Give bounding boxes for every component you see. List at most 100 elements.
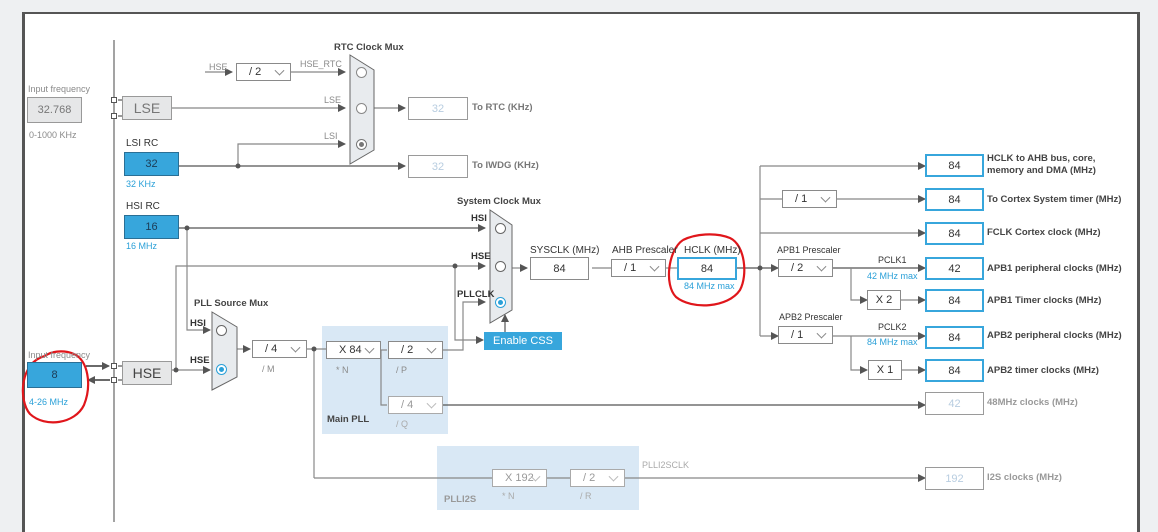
hse-input-label: Input frequency bbox=[28, 350, 91, 360]
lse-block: LSE bbox=[122, 96, 172, 120]
lse-pin-out bbox=[111, 113, 117, 119]
chevron-down-icon bbox=[426, 398, 437, 409]
rtc-hse-label: HSE bbox=[209, 62, 228, 72]
plli2s-title: PLLI2S bbox=[444, 494, 477, 505]
hsi-rc-value: 16 bbox=[124, 215, 179, 239]
output-hclk-ahb-label: HCLK to AHB bus, core, bbox=[987, 153, 1096, 164]
rtc-lse-label: LSE bbox=[324, 95, 342, 105]
plli2s-n-multiplier[interactable]: X 192 bbox=[492, 469, 547, 487]
apb1-prescaler-select[interactable]: / 2 bbox=[778, 259, 833, 277]
lsi-rc-note: 32 KHz bbox=[126, 179, 156, 189]
pll-source-hsi-label: HSI bbox=[190, 318, 206, 329]
chevron-down-icon bbox=[608, 471, 619, 482]
chevron-down-icon bbox=[649, 261, 660, 272]
plli2s-r-divider[interactable]: / 2 bbox=[570, 469, 625, 487]
output-apb1-timer-value: 84 bbox=[925, 289, 984, 312]
hclk-input[interactable]: 84 bbox=[677, 257, 737, 280]
annotation-circle-hclk bbox=[667, 233, 746, 307]
plli2sclk-label: PLLI2SCLK bbox=[642, 460, 690, 470]
lse-input-range: 0-1000 KHz bbox=[29, 130, 77, 140]
plli2s-n-label: * N bbox=[502, 491, 515, 501]
pll-n-multiplier[interactable]: X 84 bbox=[326, 341, 381, 359]
chevron-down-icon bbox=[820, 192, 831, 203]
pll-m-divider[interactable]: / 4 bbox=[252, 340, 307, 358]
pll-source-hse-label: HSE bbox=[190, 355, 210, 366]
ahb-prescaler-label: AHB Prescaler bbox=[612, 245, 678, 256]
iwdg-output-label: To IWDG (KHz) bbox=[472, 160, 539, 171]
plli2s-r-value: / 2 bbox=[583, 472, 596, 484]
pll-q-divider[interactable]: / 4 bbox=[388, 396, 443, 414]
sys-mux-radio-hse[interactable] bbox=[495, 261, 506, 272]
hsi-rc-title: HSI RC bbox=[126, 201, 160, 212]
pll-m-label: / M bbox=[262, 364, 275, 374]
output-cortex-timer-label: To Cortex System timer (MHz) bbox=[987, 194, 1122, 205]
hse-pin-out bbox=[111, 377, 117, 383]
chevron-down-icon bbox=[290, 342, 301, 353]
pll-m-value: / 4 bbox=[265, 343, 278, 355]
output-apb2-timer-value: 84 bbox=[925, 359, 984, 382]
output-i2s-value: 192 bbox=[925, 467, 984, 490]
pll-source-radio-hsi[interactable] bbox=[216, 325, 227, 336]
output-48mhz-value: 42 bbox=[925, 392, 984, 415]
chevron-down-icon bbox=[816, 261, 827, 272]
hsi-rc-note: 16 MHz bbox=[126, 241, 158, 251]
sys-mux-pllclk-label: PLLCLK bbox=[457, 289, 495, 300]
cortex-timer-divider[interactable]: / 1 bbox=[782, 190, 837, 208]
rtc-mux-radio-lsi[interactable] bbox=[356, 139, 367, 150]
pclk1-note: 42 MHz max bbox=[867, 271, 918, 281]
apb2-prescaler-value: / 1 bbox=[791, 329, 804, 341]
hclk-label: HCLK (MHz) bbox=[684, 245, 741, 256]
system-clock-mux-title: System Clock Mux bbox=[457, 196, 541, 207]
enable-css-button[interactable]: Enable CSS bbox=[484, 332, 562, 350]
plli2s-r-label: / R bbox=[580, 491, 592, 501]
hclk-note: 84 MHz max bbox=[684, 281, 735, 291]
pclk2-note: 84 MHz max bbox=[867, 337, 918, 347]
pclk2-label: PCLK2 bbox=[878, 322, 907, 332]
rtc-hse-divider[interactable]: / 2 bbox=[236, 63, 291, 81]
hse-input-frequency[interactable]: 8 bbox=[27, 362, 82, 388]
chevron-down-icon bbox=[426, 343, 437, 354]
rtc-mux-radio-lse[interactable] bbox=[356, 103, 367, 114]
ahb-prescaler-value: / 1 bbox=[624, 262, 637, 274]
lse-input-label: Input frequency bbox=[28, 84, 91, 94]
output-apb2-timer-label: APB2 timer clocks (MHz) bbox=[987, 365, 1099, 376]
ahb-prescaler-select[interactable]: / 1 bbox=[611, 259, 666, 277]
lsi-rc-title: LSI RC bbox=[126, 138, 159, 149]
lse-pin-in bbox=[111, 97, 117, 103]
sysclk-value: 84 bbox=[530, 257, 589, 280]
output-hclk-ahb-label-2: memory and DMA (MHz) bbox=[987, 165, 1096, 176]
pll-source-radio-hse[interactable] bbox=[216, 364, 227, 375]
pll-p-label: / P bbox=[396, 365, 408, 375]
pll-n-value: X 84 bbox=[339, 344, 362, 356]
output-cortex-timer-value: 84 bbox=[925, 188, 984, 211]
output-i2s-label: I2S clocks (MHz) bbox=[987, 472, 1062, 483]
pll-q-label: / Q bbox=[396, 419, 409, 429]
hse-input-range: 4-26 MHz bbox=[29, 397, 69, 407]
annotation-circle-hse-input bbox=[21, 350, 90, 424]
output-apb1-peripheral-label: APB1 peripheral clocks (MHz) bbox=[987, 263, 1122, 274]
apb2-prescaler-select[interactable]: / 1 bbox=[778, 326, 833, 344]
sys-mux-radio-hsi[interactable] bbox=[495, 223, 506, 234]
rtc-output-label: To RTC (KHz) bbox=[472, 102, 533, 113]
cortex-timer-divider-value: / 1 bbox=[795, 193, 808, 205]
apb1-prescaler-label: APB1 Prescaler bbox=[777, 245, 841, 255]
lse-input-frequency[interactable]: 32.768 bbox=[27, 97, 82, 123]
pll-source-mux-title: PLL Source Mux bbox=[194, 298, 269, 309]
chevron-down-icon bbox=[274, 65, 285, 76]
pll-source-mux bbox=[211, 311, 238, 391]
sys-mux-hsi-label: HSI bbox=[471, 213, 487, 224]
hse-block: HSE bbox=[122, 361, 172, 385]
plli2s-n-value: X 192 bbox=[505, 472, 534, 484]
lsi-rc-value: 32 bbox=[124, 152, 179, 176]
sys-mux-radio-pllclk[interactable] bbox=[495, 297, 506, 308]
pll-p-divider[interactable]: / 2 bbox=[388, 341, 443, 359]
pll-q-value: / 4 bbox=[401, 399, 414, 411]
output-fclk-value: 84 bbox=[925, 222, 984, 245]
rtc-hse-rtc-label: HSE_RTC bbox=[300, 59, 342, 69]
output-hclk-ahb-value: 84 bbox=[925, 154, 984, 177]
apb1-prescaler-value: / 2 bbox=[791, 262, 804, 274]
pll-p-value: / 2 bbox=[401, 344, 414, 356]
pclk1-label: PCLK1 bbox=[878, 255, 907, 265]
rtc-mux-radio-hse[interactable] bbox=[356, 67, 367, 78]
pll-n-label: * N bbox=[336, 365, 349, 375]
